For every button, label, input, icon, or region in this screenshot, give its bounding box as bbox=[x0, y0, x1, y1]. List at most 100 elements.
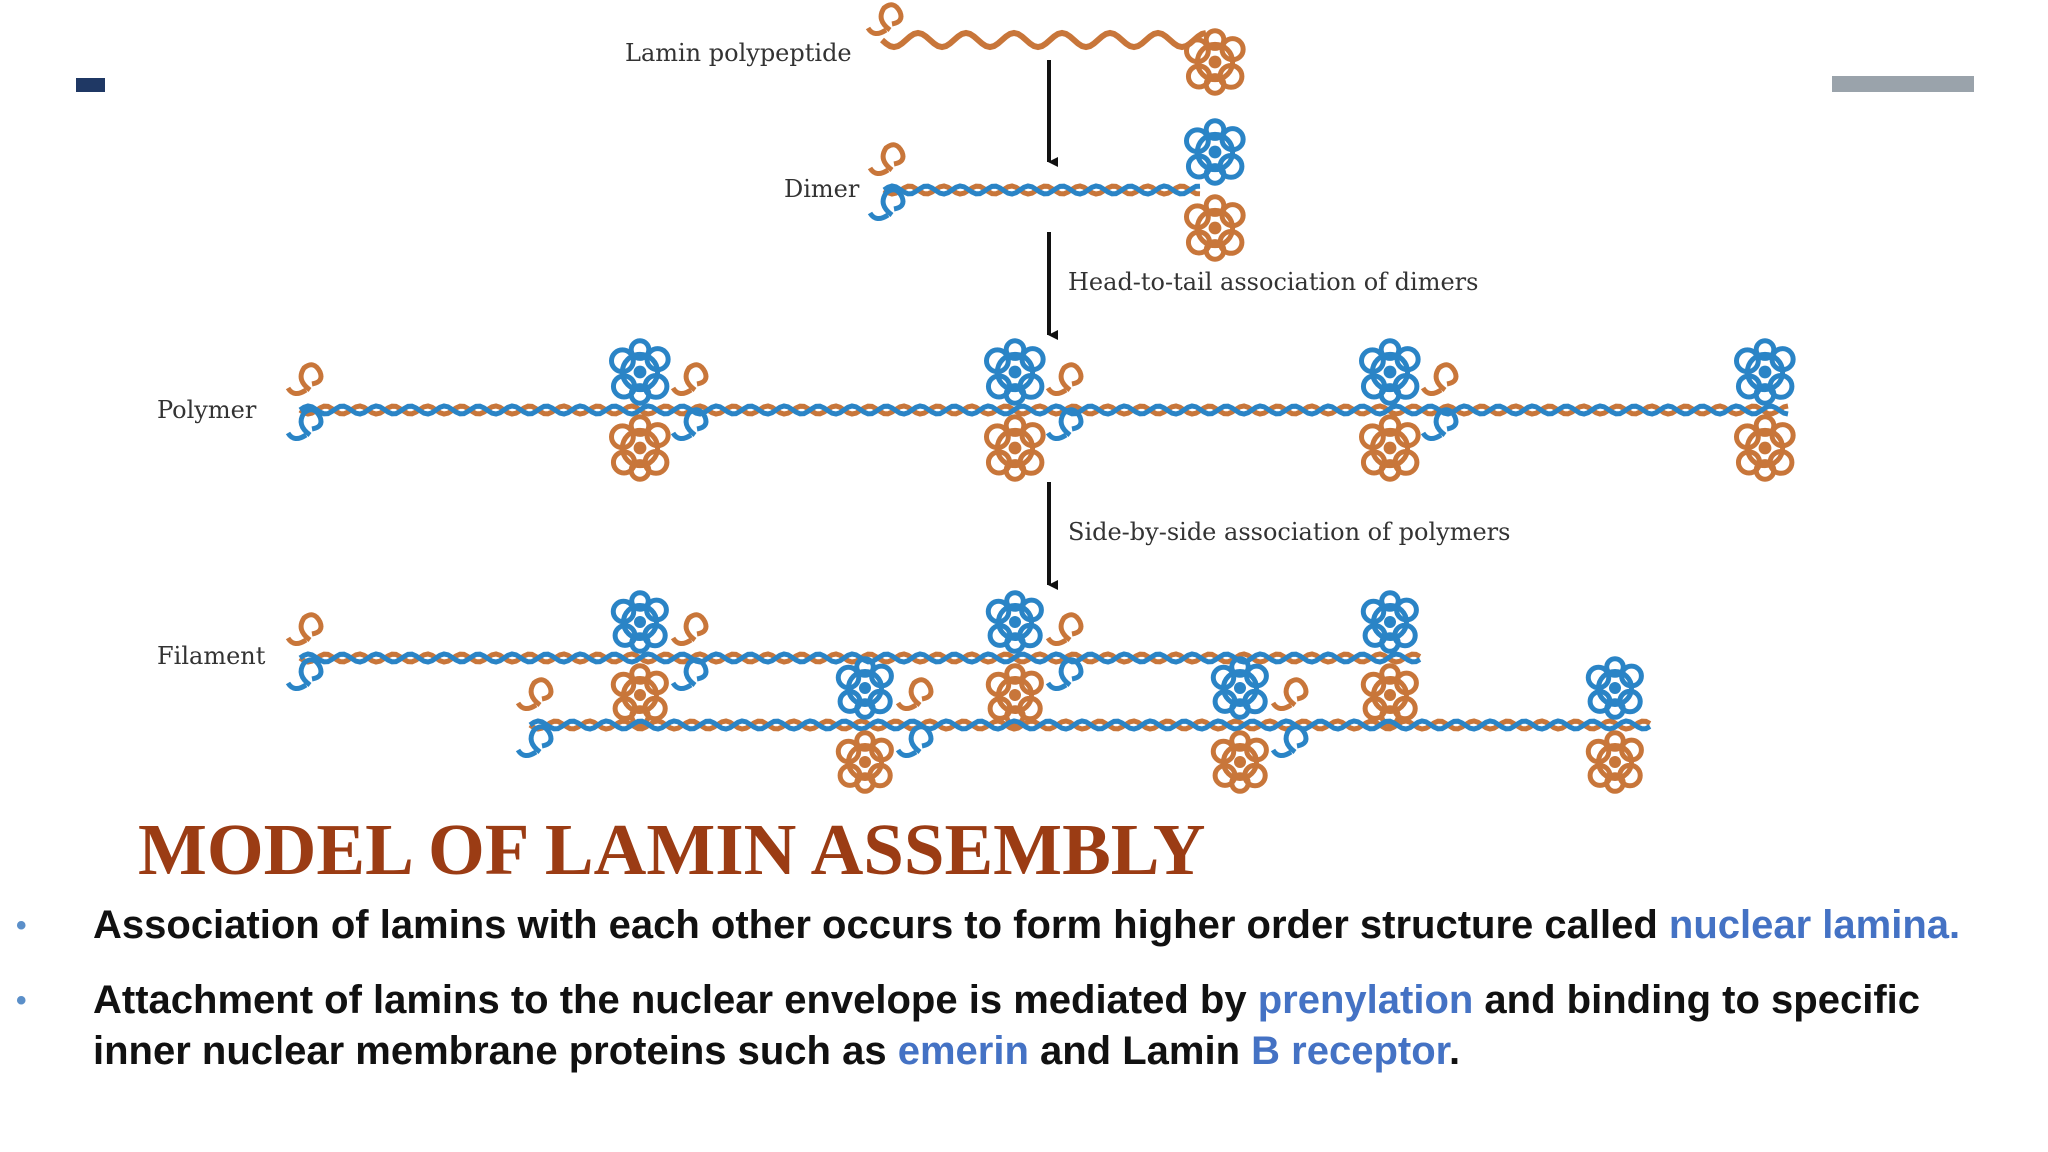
polymer-head-orange bbox=[1758, 441, 1772, 455]
filament-head-orange bbox=[859, 756, 871, 768]
polymer-head-blue bbox=[1394, 346, 1421, 373]
polymer-head-blue bbox=[1753, 338, 1777, 361]
polypeptide-head bbox=[1203, 28, 1227, 51]
text-segment: . bbox=[1449, 1029, 1461, 1073]
polymer-head-orange bbox=[608, 423, 636, 451]
bullet-item: • Attachment of lamins to the nuclear en… bbox=[0, 975, 2048, 1077]
polymer-tail-orange bbox=[683, 362, 709, 393]
polymer-head-orange bbox=[633, 441, 647, 455]
filament-head-blue bbox=[1244, 663, 1269, 689]
filament-tail-blue bbox=[1058, 657, 1084, 688]
dimer-tail-blue bbox=[867, 211, 890, 221]
filament-tail-blue bbox=[528, 724, 554, 755]
filament-head-blue bbox=[1379, 590, 1401, 612]
polymer-head-blue bbox=[1019, 346, 1046, 373]
dimer-head-orange bbox=[1219, 202, 1246, 229]
polymer-head-orange bbox=[644, 422, 671, 449]
polymer-head-orange bbox=[1383, 441, 1397, 455]
slide-title: MODEL OF LAMIN ASSEMBLY bbox=[138, 809, 1206, 890]
filament-head-orange bbox=[835, 738, 862, 765]
polymer-head-orange bbox=[1769, 422, 1796, 449]
filament-tail-blue bbox=[1283, 724, 1309, 755]
polymer-head-orange bbox=[983, 423, 1011, 451]
polymer-head-blue bbox=[608, 347, 636, 375]
filament-head-orange bbox=[1379, 705, 1401, 727]
filament-head-orange bbox=[629, 705, 651, 727]
highlight-emerin: emerin bbox=[897, 1029, 1029, 1073]
filament-head-orange bbox=[1234, 756, 1246, 768]
filament-head-blue bbox=[985, 598, 1012, 625]
filament-head-blue bbox=[1604, 656, 1626, 678]
polymer-head-blue bbox=[983, 347, 1011, 375]
filament-head-orange bbox=[1244, 737, 1269, 763]
bullet-item: • Association of lamins with each other … bbox=[0, 900, 2048, 951]
filament-tail-blue bbox=[895, 748, 918, 758]
filament-head-orange bbox=[1360, 671, 1387, 698]
dimer-tail-orange bbox=[880, 142, 906, 173]
filament-head-orange bbox=[1379, 663, 1401, 685]
filament-head-orange bbox=[1229, 772, 1251, 794]
polymer-head-orange bbox=[1378, 459, 1402, 482]
filament-head-blue bbox=[1019, 597, 1044, 623]
filament-head-orange bbox=[854, 772, 876, 794]
filament-head-orange bbox=[610, 671, 637, 698]
filament-head-orange bbox=[634, 689, 646, 701]
accent-bar-right bbox=[1832, 76, 1974, 92]
polymer-head-blue bbox=[1758, 365, 1772, 379]
polymer-head-orange bbox=[1733, 423, 1761, 451]
filament-head-blue bbox=[835, 664, 862, 691]
polypeptide-head bbox=[1219, 36, 1246, 63]
filament-tail-orange bbox=[1270, 701, 1293, 711]
polymer-head-orange bbox=[1003, 459, 1027, 482]
highlight-nuclear-lamina: nuclear lamina. bbox=[1668, 903, 1961, 947]
lamin-assembly-diagram: Lamin polypeptide Dimer Polymer Filament… bbox=[157, 2, 1796, 794]
polymer-head-orange bbox=[628, 459, 652, 482]
polymer-head-blue bbox=[1358, 347, 1386, 375]
filament-tail-blue bbox=[298, 657, 324, 688]
filament-head-blue bbox=[1009, 616, 1021, 628]
rod-strand bbox=[298, 403, 1789, 417]
filament-head-blue bbox=[1004, 590, 1026, 612]
bullet-marker: • bbox=[16, 984, 27, 1017]
filament-head-blue bbox=[1229, 698, 1251, 720]
filament-head-blue bbox=[634, 616, 646, 628]
dimer-head-blue bbox=[1183, 127, 1211, 155]
filament-head-blue bbox=[869, 663, 894, 689]
dimer-head-orange bbox=[1203, 239, 1227, 262]
highlight-prenylation: prenylation bbox=[1257, 978, 1474, 1022]
bullet-list: • Association of lamins with each other … bbox=[0, 900, 2048, 1077]
rod-strand bbox=[882, 183, 1201, 197]
label-lamin-polypeptide: Lamin polypeptide bbox=[625, 39, 852, 67]
polymer-head-orange bbox=[1753, 459, 1777, 482]
filament-tail-orange bbox=[1283, 677, 1309, 708]
polymer-head-blue bbox=[1008, 365, 1022, 379]
polymer-head-orange bbox=[1753, 414, 1777, 437]
polymer-head-blue bbox=[628, 383, 652, 406]
filament-head-blue bbox=[629, 632, 651, 654]
filament-head-orange bbox=[644, 670, 669, 696]
polymer-tail-blue bbox=[285, 431, 308, 441]
highlight-b-receptor: B receptor bbox=[1251, 1029, 1449, 1073]
polymer-head-blue bbox=[633, 365, 647, 379]
filament-tail-orange bbox=[285, 636, 308, 646]
step-side-by-side: Side-by-side association of polymers bbox=[1068, 518, 1510, 546]
polymer-tail-blue bbox=[298, 407, 324, 438]
filament-tail-orange bbox=[298, 612, 324, 643]
text-segment: and binding to specific inner nuclear me… bbox=[93, 978, 1920, 1073]
polymer-head-orange bbox=[1378, 414, 1402, 437]
polypeptide-tail bbox=[865, 26, 888, 36]
polymer-tail-blue bbox=[1433, 407, 1459, 438]
filament-head-orange bbox=[854, 730, 876, 752]
bullet-text: Attachment of lamins to the nuclear enve… bbox=[93, 978, 1920, 1073]
filament-head-orange bbox=[1009, 689, 1021, 701]
filament-tail-blue bbox=[670, 681, 693, 691]
filament-tail-orange bbox=[1058, 612, 1084, 643]
filament-tail-blue bbox=[1045, 681, 1068, 691]
dimer-head-orange bbox=[1203, 194, 1227, 217]
polypeptide-head bbox=[1203, 73, 1227, 96]
polymer-tail-blue bbox=[1420, 431, 1443, 441]
rod-strand bbox=[298, 651, 1422, 665]
polymer-head-orange bbox=[1008, 441, 1022, 455]
polymer-head-blue bbox=[1003, 338, 1027, 361]
